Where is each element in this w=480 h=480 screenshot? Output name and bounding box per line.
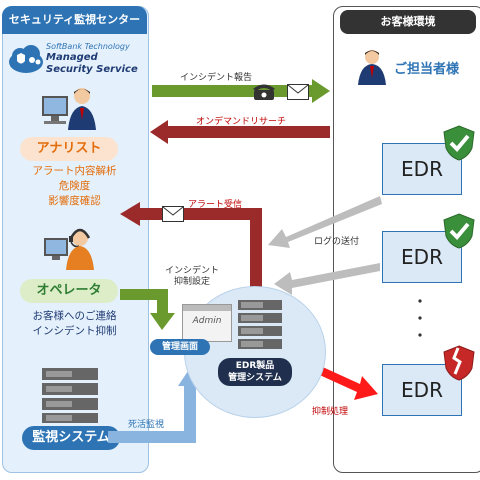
- log-send-label: ログの送付: [314, 237, 360, 247]
- analyst-at-pc-icon: [42, 88, 96, 130]
- contact-label: ご担当者様: [394, 62, 460, 77]
- soc-title: セキュリティ監視センター: [2, 6, 147, 34]
- shield-broken-icon: [443, 345, 475, 381]
- management-screen-badge: 管理画面: [150, 339, 210, 355]
- analyst-task-2: 危険度: [58, 180, 91, 192]
- operator-headset-icon: [44, 228, 94, 270]
- shield-check-icon: [443, 213, 475, 249]
- admin-window: Admin: [182, 304, 232, 342]
- shield-check-icon: [443, 125, 475, 161]
- on-demand-label: オンデマンドリサーチ: [196, 117, 287, 127]
- alert-mail-icon: [162, 206, 184, 222]
- monitoring-system-badge: 監視システム: [22, 426, 120, 450]
- admin-text: Admin: [192, 316, 222, 326]
- on-demand-research-arrow: [150, 120, 330, 144]
- suppress-processing-arrow: [313, 364, 378, 400]
- phone-icon: [253, 84, 275, 100]
- alert-receive-label: アラート受信: [188, 200, 243, 210]
- incident-report-label: インシデント報告: [180, 73, 253, 83]
- operator-tasks: お客様へのご連絡 インシデント抑制: [2, 309, 147, 339]
- log-send-arrows: [268, 196, 382, 295]
- life-monitoring-arrow: [108, 368, 202, 443]
- incident-suppress-label: インシデント 抑制設定: [165, 266, 220, 287]
- cloud-shield-logo-icon: [9, 45, 43, 73]
- operator-task-1: お客様へのご連絡: [32, 310, 117, 322]
- edr-box-2: EDR: [382, 231, 462, 283]
- logo-line-1: SoftBank Technology: [46, 42, 130, 51]
- customer-title: お客様環境: [340, 10, 476, 34]
- life-monitoring-label: 死活監視: [128, 420, 165, 430]
- operator-task-2: インシデント抑制: [32, 325, 117, 337]
- monitoring-server-icon: [42, 368, 98, 423]
- analyst-tasks: アラート内容解析 危険度 影響度確認: [2, 164, 147, 209]
- edr-management-system-badge: EDR製品 管理システム: [218, 358, 292, 386]
- suppress-processing-label: 抑制処理: [312, 407, 349, 417]
- edr-server-icon: [238, 300, 282, 349]
- logo-line-3: Security Service: [46, 64, 138, 75]
- edr-box-3: EDR: [382, 364, 462, 416]
- analyst-task-3: 影響度確認: [48, 195, 101, 207]
- analyst-badge: アナリスト: [20, 137, 118, 161]
- mail-icon: [287, 84, 309, 100]
- suppress-setting-arrow: [120, 289, 175, 330]
- logo-line-2: Managed: [46, 52, 98, 63]
- operator-badge: オペレータ: [20, 279, 118, 303]
- customer-contact-icon: [358, 50, 386, 85]
- analyst-task-1: アラート内容解析: [32, 165, 117, 177]
